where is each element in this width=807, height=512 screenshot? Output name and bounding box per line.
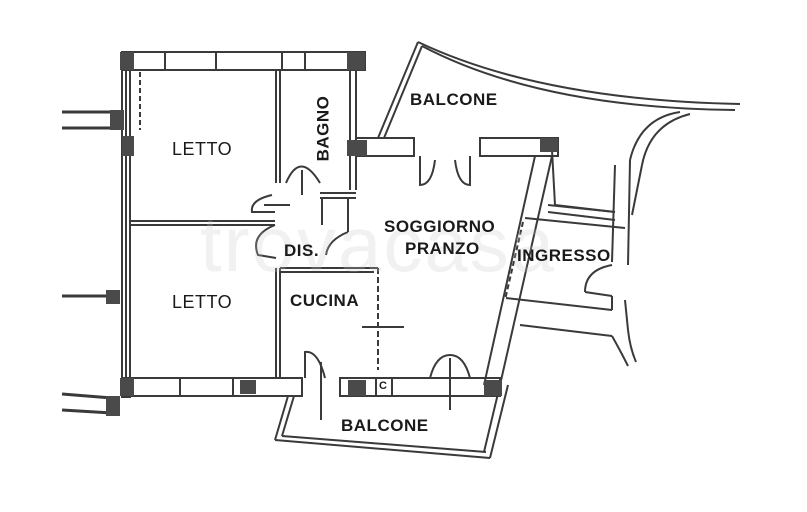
- watermark: trovacasa: [200, 200, 557, 288]
- room-label-bagno: BAGNO: [313, 95, 333, 162]
- north-wall: [121, 51, 366, 71]
- room-label-balcone-north: BALCONE: [410, 90, 498, 109]
- boiler-marker: C: [379, 380, 388, 392]
- soggiorno-east-wall: [483, 155, 536, 386]
- boiler-box: [375, 377, 393, 397]
- room-label-dis: DIS.: [284, 241, 320, 260]
- south-wall: [121, 377, 303, 397]
- structural-pillars: [106, 52, 558, 416]
- west-wall: [121, 51, 131, 398]
- room-label-soggiorno: SOGGIORNO: [384, 217, 496, 236]
- room-label-balcone-south: BALCONE: [341, 416, 429, 435]
- room-label-pranzo: PRANZO: [405, 239, 480, 258]
- room-label-letto-1: LETTO: [172, 139, 233, 159]
- door-swings: [250, 156, 471, 420]
- balcone-south-outline: [274, 384, 509, 459]
- room-label-cucina: CUCINA: [290, 291, 360, 310]
- balcone-north-outline: [377, 41, 741, 216]
- room-label-letto-2: LETTO: [172, 292, 233, 312]
- room-label-ingresso: INGRESSO: [517, 246, 611, 265]
- exterior-stubs: [61, 110, 113, 415]
